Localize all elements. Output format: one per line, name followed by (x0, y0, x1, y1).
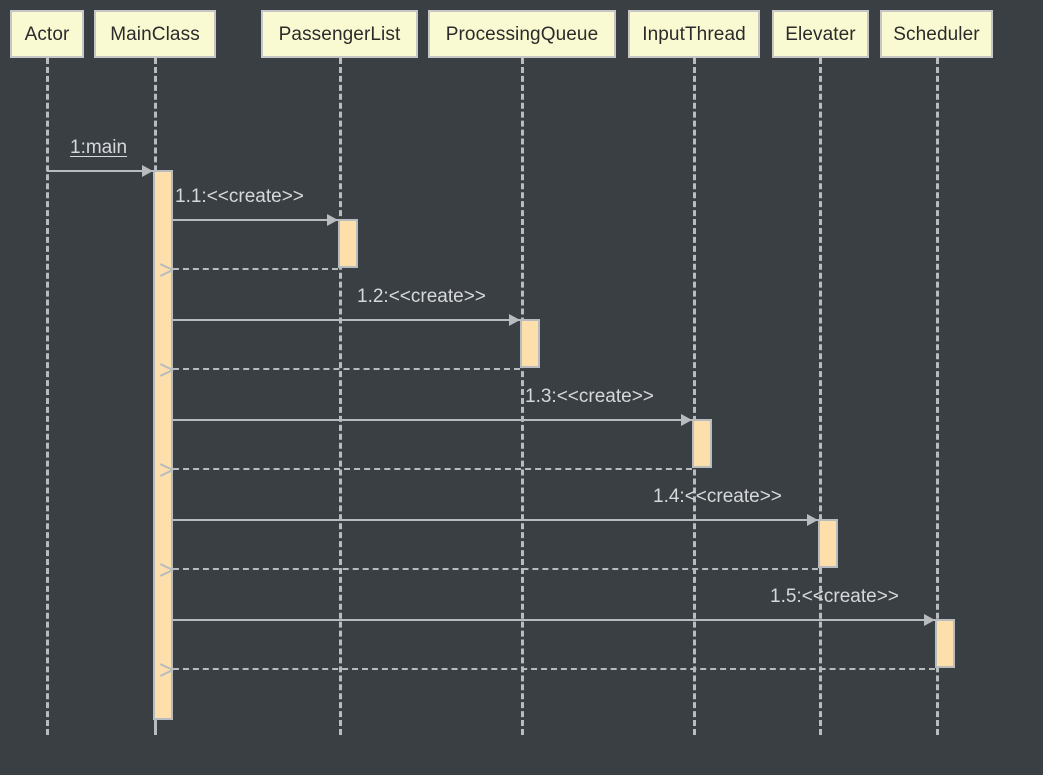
arrowhead-open-icon (173, 462, 186, 476)
participant-box-scheduler[interactable]: Scheduler (880, 10, 993, 58)
arrowhead-open-icon (173, 562, 186, 576)
lifeline-passengerlist (339, 58, 342, 735)
message-line-r1_4[interactable] (173, 568, 818, 570)
arrowhead-filled-icon (807, 514, 818, 526)
activation-bar-scheduler[interactable] (935, 619, 955, 668)
activation-bar-mainclass[interactable] (153, 170, 173, 720)
participant-box-mainclass[interactable]: MainClass (94, 10, 216, 58)
participant-label: Scheduler (893, 23, 980, 45)
message-label-m1_5: 1.5:<<create>> (770, 586, 899, 607)
participant-box-elevater[interactable]: Elevater (772, 10, 869, 58)
arrowhead-filled-icon (924, 614, 935, 626)
message-line-m1_3[interactable] (173, 419, 692, 421)
message-line-m1_1[interactable] (173, 219, 338, 221)
activation-bar-elevater[interactable] (818, 519, 838, 568)
lifeline-inputthread (693, 58, 696, 735)
participant-label: ProcessingQueue (445, 23, 599, 45)
participant-label: Elevater (785, 23, 856, 45)
participant-box-inputthread[interactable]: InputThread (628, 10, 760, 58)
lifeline-elevater (819, 58, 822, 735)
message-line-r1_3[interactable] (173, 468, 692, 470)
participant-label: InputThread (642, 23, 746, 45)
message-line-m1_2[interactable] (173, 319, 520, 321)
message-line-r1_5[interactable] (173, 668, 935, 670)
message-label-m1_4: 1.4:<<create>> (653, 486, 782, 507)
arrowhead-open-icon (173, 262, 186, 276)
arrowhead-open-icon (173, 662, 186, 676)
lifeline-stub-mainclass (154, 720, 157, 735)
message-line-r1_2[interactable] (173, 368, 520, 370)
arrowhead-filled-icon (327, 214, 338, 226)
message-label-m1: 1:main (70, 137, 128, 158)
participant-box-passengerlist[interactable]: PassengerList (261, 10, 418, 58)
participant-label: PassengerList (278, 23, 401, 45)
lifeline-actor (46, 58, 49, 735)
message-label-m1_1: 1.1:<<create>> (175, 186, 304, 207)
message-line-m1_4[interactable] (173, 519, 818, 521)
message-line-r1_1[interactable] (173, 268, 338, 270)
arrowhead-filled-icon (509, 314, 520, 326)
message-label-m1_2: 1.2:<<create>> (357, 286, 486, 307)
arrowhead-filled-icon (142, 165, 153, 177)
message-label-m1_3: 1.3:<<create>> (525, 386, 654, 407)
activation-bar-passengerlist[interactable] (338, 219, 358, 268)
lifeline-processingqueue (521, 58, 524, 735)
message-line-m1[interactable] (47, 170, 153, 172)
participant-box-actor[interactable]: Actor (10, 10, 84, 58)
message-line-m1_5[interactable] (173, 619, 935, 621)
participant-box-processingqueue[interactable]: ProcessingQueue (428, 10, 616, 58)
lifeline-scheduler (936, 58, 939, 735)
arrowhead-filled-icon (681, 414, 692, 426)
participant-label: Actor (24, 23, 70, 45)
activation-bar-processingqueue[interactable] (520, 319, 540, 368)
arrowhead-open-icon (173, 362, 186, 376)
activation-bar-inputthread[interactable] (692, 419, 712, 468)
participant-label: MainClass (110, 23, 200, 45)
